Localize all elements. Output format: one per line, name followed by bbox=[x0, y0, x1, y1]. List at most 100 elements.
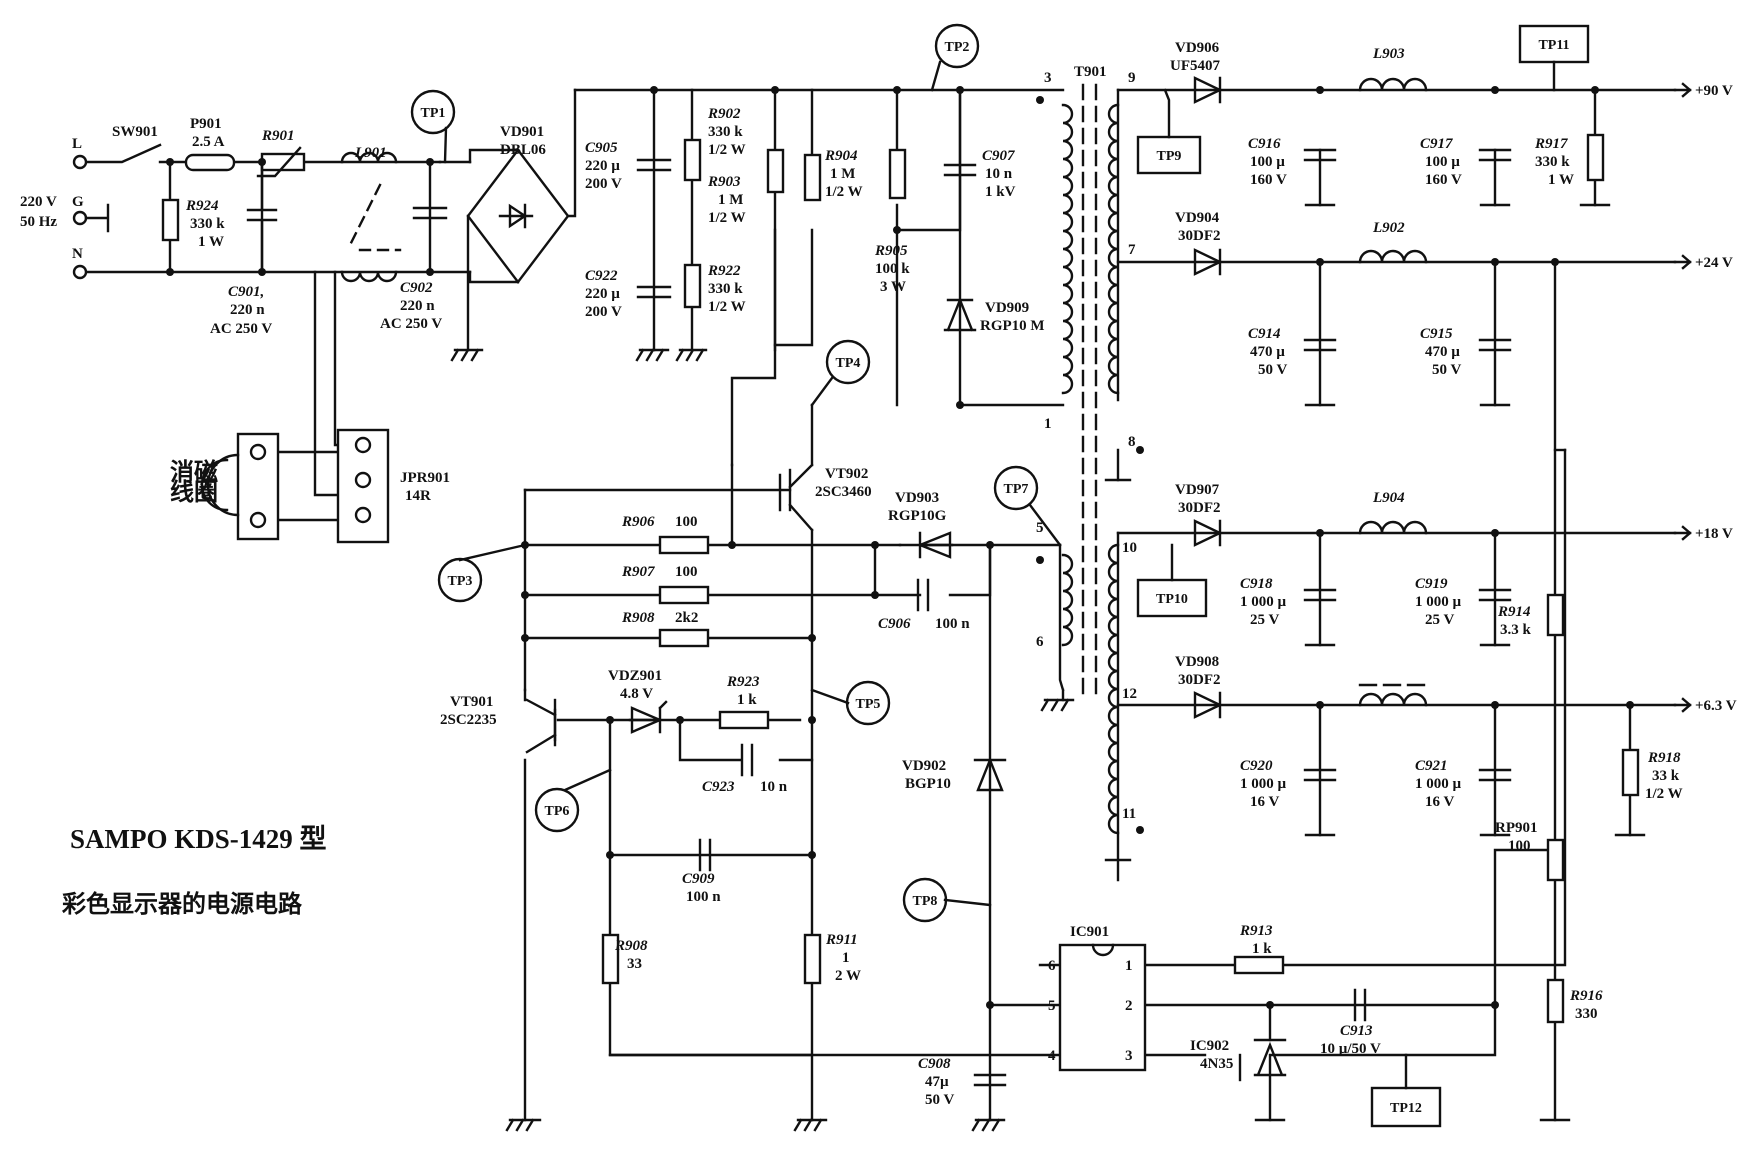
label-r905: R905 bbox=[874, 243, 908, 259]
label-r904-power: 1/2 W bbox=[825, 184, 863, 200]
label-r902-power: 1/2 W bbox=[708, 142, 746, 158]
label-output-90v: +90 V bbox=[1695, 83, 1733, 99]
tp5-label: TP5 bbox=[856, 697, 881, 712]
label-r907-value: 100 bbox=[675, 564, 698, 580]
label-vd907: VD907 bbox=[1175, 482, 1220, 498]
label-r924-value: 330 k bbox=[190, 216, 225, 232]
label-ic901-pin6: 6 bbox=[1048, 958, 1056, 974]
label-vd908: VD908 bbox=[1175, 654, 1219, 670]
label-r914: R914 bbox=[1497, 604, 1531, 620]
tp1-label: TP1 bbox=[421, 106, 446, 121]
label-t901-pin11: 11 bbox=[1122, 806, 1136, 822]
label-r905-value: 100 k bbox=[875, 261, 910, 277]
label-output-6-3v: +6.3 V bbox=[1695, 698, 1737, 714]
label-r903: R903 bbox=[707, 174, 741, 190]
label-r923: R923 bbox=[726, 674, 760, 690]
label-c919-rating: 25 V bbox=[1425, 612, 1454, 628]
labels: L G N 220 V 50 Hz SW901 P901 2.5 A R901 … bbox=[20, 40, 1737, 1108]
label-ic902: IC902 bbox=[1190, 1038, 1229, 1054]
label-vd907-part: 30DF2 bbox=[1178, 500, 1221, 516]
label-c922-rating: 200 V bbox=[585, 304, 622, 320]
label-r908a: R908 bbox=[621, 610, 655, 626]
label-l904: L904 bbox=[1372, 490, 1405, 506]
label-c905-value: 220 µ bbox=[585, 158, 620, 174]
label-vd902-part: BGP10 bbox=[905, 776, 951, 792]
diagram-title: SAMPO KDS-1429 型 bbox=[70, 824, 327, 854]
label-t901-pin9: 9 bbox=[1128, 70, 1136, 86]
label-r901: R901 bbox=[261, 128, 295, 144]
label-r906-value: 100 bbox=[675, 514, 698, 530]
label-r922: R922 bbox=[707, 263, 741, 279]
label-r911-value: 1 bbox=[842, 950, 850, 966]
label-vt901: VT901 bbox=[450, 694, 493, 710]
label-r917-value: 330 k bbox=[1535, 154, 1570, 170]
label-r902-value: 330 k bbox=[708, 124, 743, 140]
label-c918-value: 1 000 µ bbox=[1240, 594, 1287, 610]
tp8-label: TP8 bbox=[913, 894, 938, 909]
label-vd904: VD904 bbox=[1175, 210, 1220, 226]
label-c915: C915 bbox=[1420, 326, 1453, 342]
label-c902-value: 220 n bbox=[400, 298, 435, 314]
label-vd908-part: 30DF2 bbox=[1178, 672, 1221, 688]
label-vd901: VD901 bbox=[500, 124, 544, 140]
label-rp901-value: 100 bbox=[1508, 838, 1531, 854]
label-r924: R924 bbox=[185, 198, 219, 214]
ic901-body bbox=[1058, 943, 1147, 1072]
label-t901-pin6: 6 bbox=[1036, 634, 1044, 650]
label-vd903: VD903 bbox=[895, 490, 939, 506]
label-t901-pin5: 5 bbox=[1036, 520, 1044, 536]
label-coil-1: 消磁 bbox=[170, 458, 218, 486]
label-r914-value: 3.3 k bbox=[1500, 622, 1532, 638]
label-c919-value: 1 000 µ bbox=[1415, 594, 1462, 610]
terminal-live bbox=[72, 154, 88, 170]
label-c913: C913 bbox=[1340, 1023, 1373, 1039]
label-c923: C923 bbox=[702, 779, 735, 795]
label-output-18v: +18 V bbox=[1695, 526, 1733, 542]
tp10-label: TP10 bbox=[1156, 592, 1188, 607]
label-r923-value: 1 k bbox=[737, 692, 757, 708]
label-c922-value: 220 µ bbox=[585, 286, 620, 302]
label-c914-value: 470 µ bbox=[1250, 344, 1285, 360]
label-c914-rating: 50 V bbox=[1258, 362, 1287, 378]
label-c901-value: 220 n bbox=[230, 302, 265, 318]
label-ic901-pin2: 2 bbox=[1125, 998, 1133, 1014]
label-c914: C914 bbox=[1248, 326, 1281, 342]
label-t901-pin3: 3 bbox=[1044, 70, 1052, 86]
label-ic901: IC901 bbox=[1070, 924, 1109, 940]
label-vt902: VT902 bbox=[825, 466, 868, 482]
label-sw901: SW901 bbox=[112, 124, 158, 140]
label-r913-value: 1 k bbox=[1252, 941, 1272, 957]
label-vd902: VD902 bbox=[902, 758, 946, 774]
label-vdz901-value: 4.8 V bbox=[620, 686, 653, 702]
label-vd904-part: 30DF2 bbox=[1178, 228, 1221, 244]
label-jpr901-value: 14R bbox=[405, 488, 431, 504]
label-ic901-pin4: 4 bbox=[1048, 1048, 1056, 1064]
label-r916-value: 330 bbox=[1575, 1006, 1598, 1022]
label-c907: C907 bbox=[982, 148, 1015, 164]
label-t901-pin8: 8 bbox=[1128, 434, 1136, 450]
label-t901-pin10: 10 bbox=[1122, 540, 1137, 556]
label-p901-value: 2.5 A bbox=[192, 134, 225, 150]
label-c919: C919 bbox=[1415, 576, 1448, 592]
label-c920: C920 bbox=[1240, 758, 1273, 774]
label-t901-pin7: 7 bbox=[1128, 242, 1136, 258]
label-vd909-part: RGP10 M bbox=[980, 318, 1045, 334]
label-t901-pin1: 1 bbox=[1044, 416, 1052, 432]
ground-symbols bbox=[450, 203, 1646, 1132]
label-r922-value: 330 k bbox=[708, 281, 743, 297]
label-c921: C921 bbox=[1415, 758, 1448, 774]
label-r903-power: 1/2 W bbox=[708, 210, 746, 226]
label-c908-value: 47µ bbox=[925, 1074, 949, 1090]
label-r911: R911 bbox=[825, 932, 858, 948]
label-c905: C905 bbox=[585, 140, 618, 156]
label-t901: T901 bbox=[1074, 64, 1107, 80]
label-mains-v: 220 V bbox=[20, 194, 57, 210]
label-r913: R913 bbox=[1239, 923, 1273, 939]
label-c918: C918 bbox=[1240, 576, 1273, 592]
label-l902: L902 bbox=[1372, 220, 1405, 236]
label-r908b: R908 bbox=[614, 938, 648, 954]
label-c917: C917 bbox=[1420, 136, 1453, 152]
label-rp901: RP901 bbox=[1495, 820, 1538, 836]
label-c916-rating: 160 V bbox=[1250, 172, 1287, 188]
